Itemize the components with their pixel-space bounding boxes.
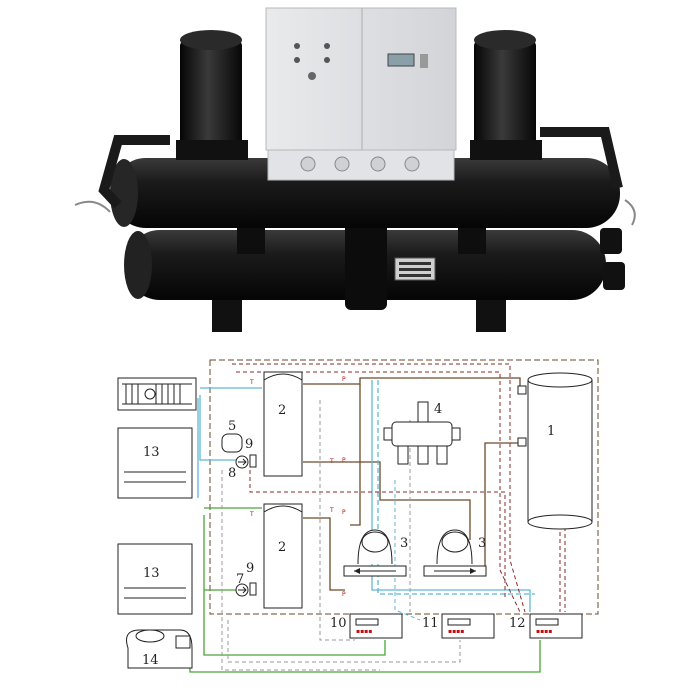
schematic: 1 2 2 3 3 bbox=[117, 359, 599, 673]
label-valve-top: 9 bbox=[245, 437, 253, 452]
photo-compressor-left bbox=[176, 30, 248, 160]
svg-text:▪▪▪▪: ▪▪▪▪ bbox=[356, 628, 372, 635]
svg-text:▪▪▪▪: ▪▪▪▪ bbox=[448, 628, 464, 635]
label-heat-exchanger-top: 2 bbox=[278, 403, 286, 418]
label-indoor-unit-top: 13 bbox=[143, 445, 160, 460]
label-pump-top: 8 bbox=[228, 466, 236, 481]
sensor-t-3: T bbox=[329, 507, 334, 514]
compressor-right: 3 bbox=[423, 529, 487, 577]
sensor-p-1: P bbox=[342, 376, 346, 383]
label-expansion-tank: 5 bbox=[228, 419, 236, 434]
tank: 1 bbox=[517, 372, 593, 530]
label-indoor-unit-bottom: 13 bbox=[143, 566, 160, 581]
sensor-p-3: P bbox=[342, 509, 346, 516]
sensor-p-2: P bbox=[342, 457, 346, 464]
svg-text:▪▪▪▪: ▪▪▪▪ bbox=[536, 628, 552, 635]
control-cabinet bbox=[265, 7, 457, 151]
pump-bottom: 7 bbox=[235, 572, 249, 597]
photo-compressor-right bbox=[470, 30, 542, 160]
controller-b: ▪▪▪▪ 11 bbox=[422, 613, 495, 639]
heat-exchanger-bottom: 2 bbox=[263, 503, 303, 609]
sensor-t-1: T bbox=[249, 379, 254, 386]
label-outdoor-unit: 14 bbox=[142, 653, 159, 668]
label-heat-exchanger-bottom: 2 bbox=[278, 540, 286, 555]
heat-exchanger-top: 2 bbox=[263, 371, 303, 477]
label-compressor-right: 3 bbox=[478, 536, 486, 551]
chiller-photo bbox=[74, 7, 636, 332]
outdoor-unit: 14 bbox=[126, 629, 193, 669]
expansion-tank: 5 bbox=[221, 419, 243, 453]
upper-shell bbox=[112, 158, 620, 228]
label-tank: 1 bbox=[547, 424, 555, 439]
indoor-unit-bottom: 13 bbox=[117, 543, 193, 615]
sensor-marks: P P P P T T T T bbox=[249, 376, 346, 598]
valve-top: 9 bbox=[245, 437, 257, 468]
label-controller-a: 10 bbox=[330, 616, 347, 631]
manifold: 4 bbox=[383, 401, 461, 465]
sensor-t-2: T bbox=[329, 458, 334, 465]
label-valve-bottom: 9 bbox=[246, 561, 254, 576]
pump-top: 8 bbox=[228, 455, 249, 481]
cabinet-display bbox=[387, 53, 415, 67]
indoor-unit-top: 13 bbox=[117, 377, 197, 499]
controller-c: ▪▪▪▪ 12 bbox=[509, 613, 583, 639]
unit-boundary bbox=[209, 359, 599, 615]
label-controller-b: 11 bbox=[422, 616, 439, 631]
compressor-left: 3 bbox=[343, 529, 408, 577]
label-pump-bottom: 7 bbox=[236, 572, 244, 587]
sensor-p-4: P bbox=[342, 591, 346, 598]
sensor-t-4: T bbox=[249, 511, 254, 518]
label-controller-c: 12 bbox=[509, 616, 526, 631]
valve-bottom: 9 bbox=[246, 561, 257, 596]
label-manifold: 4 bbox=[434, 402, 442, 417]
controller-a: ▪▪▪▪ 10 bbox=[330, 613, 403, 639]
label-compressor-left: 3 bbox=[400, 536, 408, 551]
